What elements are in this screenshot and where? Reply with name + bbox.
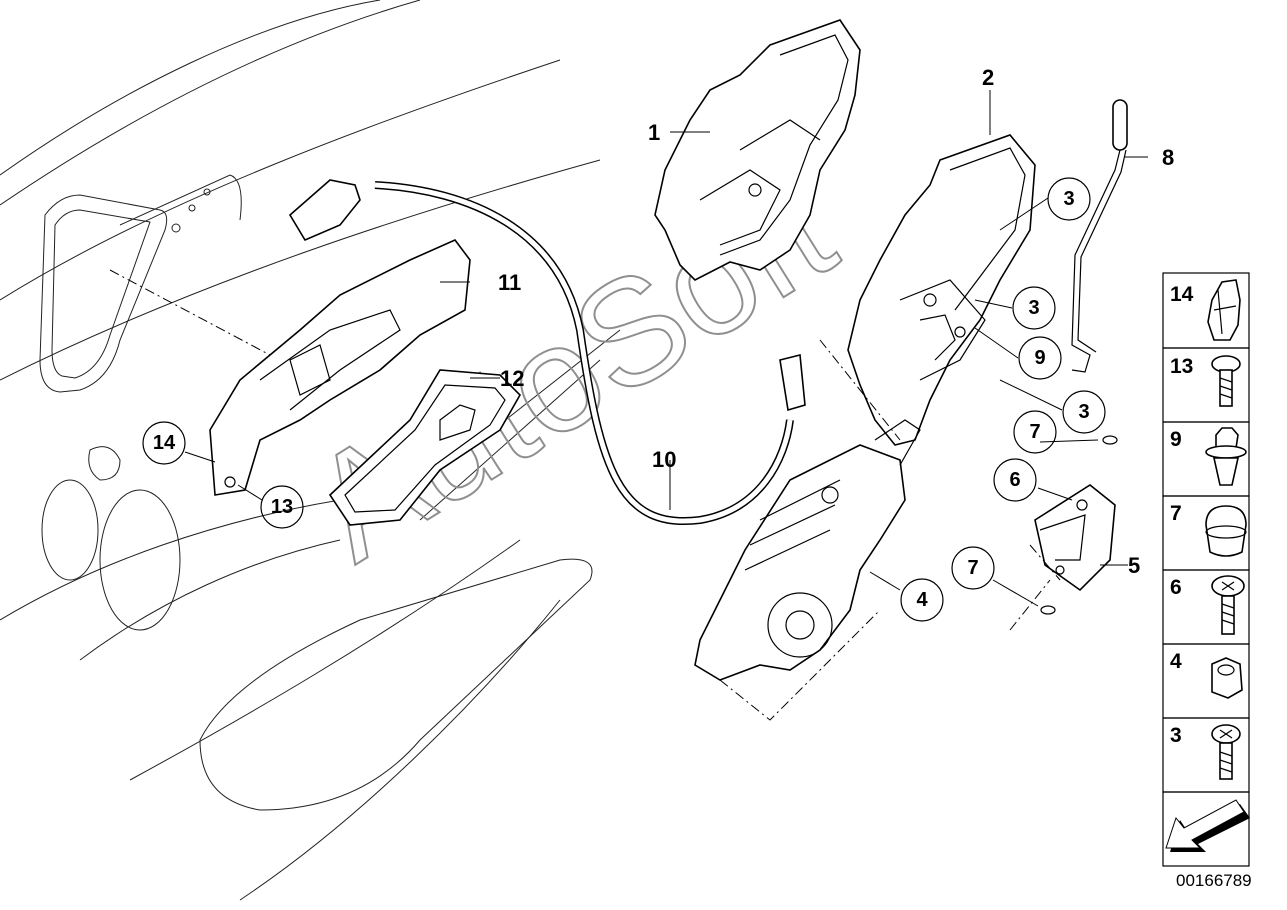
svg-text:14: 14 — [153, 432, 176, 454]
torx-screw-icon — [1211, 724, 1241, 780]
svg-text:13: 13 — [271, 496, 293, 518]
screw-icon — [1211, 355, 1241, 407]
svg-text:7: 7 — [1029, 421, 1040, 443]
fastener-legend: 14 13 9 7 6 4 3 — [1162, 272, 1250, 867]
svg-text:6: 6 — [1009, 469, 1020, 491]
callout-3-bottom: 3 — [1062, 390, 1106, 434]
plug-lower — [1040, 605, 1056, 615]
label-5: 5 — [1128, 553, 1140, 578]
label-8: 8 — [1162, 145, 1174, 170]
callout-14: 14 — [142, 421, 186, 465]
legend-number-3: 3 — [1170, 724, 1182, 747]
callout-7-upper: 7 — [1013, 410, 1057, 454]
label-10: 10 — [652, 447, 676, 472]
part-1-lock-housing — [654, 19, 861, 281]
part-4-motor-unit — [694, 419, 921, 681]
legend-number-14: 14 — [1170, 283, 1194, 306]
svg-text:9: 9 — [1034, 347, 1045, 369]
part-8-lock-rod — [1071, 99, 1128, 373]
callout-3-top: 3 — [1047, 177, 1091, 221]
plug-cap-icon — [1205, 505, 1247, 557]
svg-text:3: 3 — [1078, 401, 1089, 423]
door-panel-outline — [0, 0, 621, 901]
svg-text:7: 7 — [967, 557, 978, 579]
legend-number-13: 13 — [1170, 355, 1193, 378]
part-2-door-lock — [847, 134, 1036, 446]
hex-nut-icon — [1211, 657, 1243, 699]
legend-number-9: 9 — [1170, 428, 1182, 451]
legend-number-7: 7 — [1170, 502, 1182, 525]
part-11-handle-bracket — [209, 239, 471, 496]
callout-7-lower: 7 — [951, 546, 995, 590]
legend-number-4: 4 — [1170, 650, 1182, 673]
label-11: 11 — [498, 270, 521, 295]
legend-number-6: 6 — [1170, 576, 1182, 599]
catalog-number: 00166789 — [1176, 871, 1252, 890]
clip-icon — [1207, 279, 1241, 341]
label-1: 1 — [648, 120, 660, 145]
expanding-rivet-icon — [1205, 427, 1247, 486]
part-5-striker-plate — [1034, 484, 1116, 592]
plug-upper — [1102, 435, 1118, 445]
callout-4: 4 — [900, 578, 944, 622]
leader-lines — [109, 90, 1148, 721]
torx-bolt-icon — [1211, 575, 1245, 635]
label-2: 2 — [982, 65, 994, 90]
callout-9: 9 — [1018, 336, 1062, 380]
callout-13: 13 — [260, 485, 304, 529]
svg-text:3: 3 — [1028, 297, 1039, 319]
part-12-handle-trim — [328, 369, 521, 526]
part-10-bowden-cable — [288, 179, 806, 526]
callout-3-middle: 3 — [1012, 286, 1056, 330]
svg-text:4: 4 — [916, 589, 928, 611]
svg-text:3: 3 — [1063, 188, 1074, 210]
callout-6: 6 — [993, 458, 1037, 502]
direction-arrow-icon — [1165, 799, 1250, 852]
label-12: 12 — [500, 366, 524, 391]
